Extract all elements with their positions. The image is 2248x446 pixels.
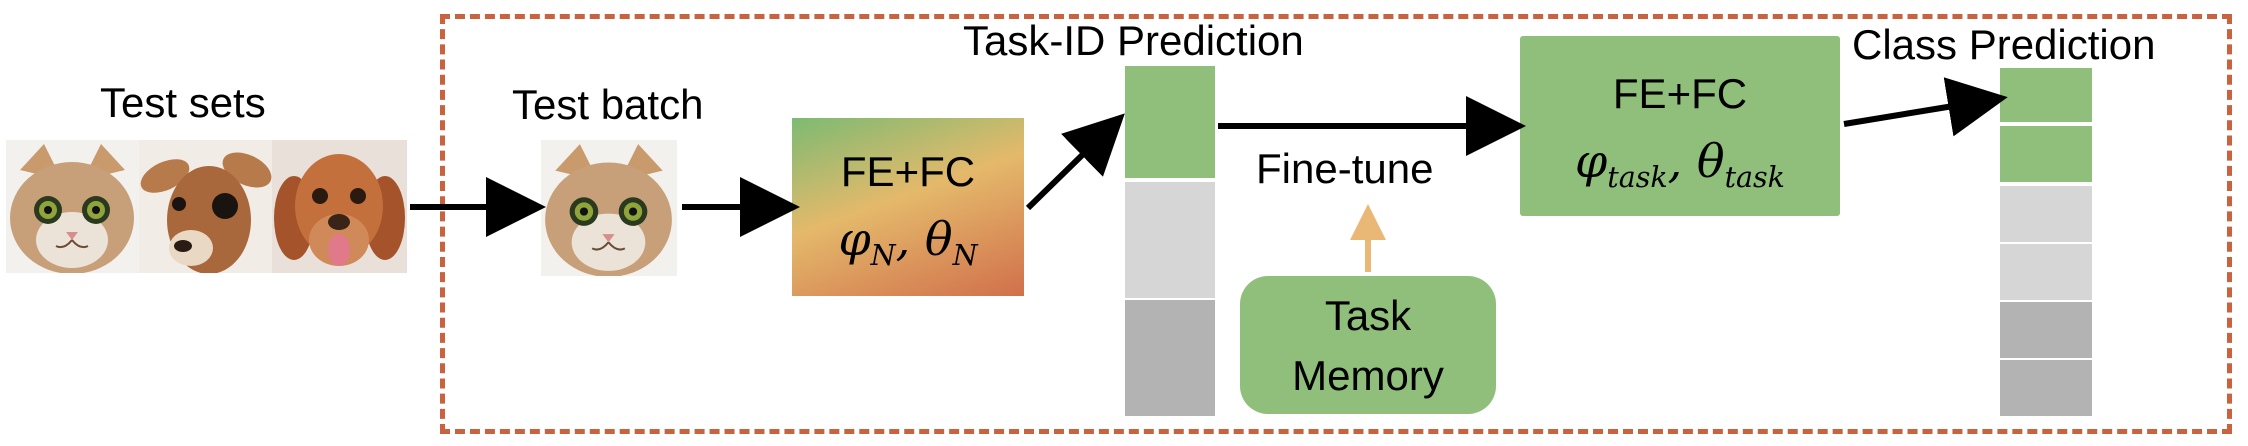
class-bar-segment [2000,244,2092,300]
task-id-bar-segment [1125,300,1215,416]
initial-model-params: φN, θN [838,212,978,272]
theta-subscript: N [952,238,978,272]
theta-subscript: task [1724,160,1785,194]
class-bar-segment [2000,126,2092,182]
class-bar-segment [2000,360,2092,416]
theta-symbol: θ [924,212,953,266]
class-bar-segment [2000,186,2092,242]
task-memory-line1: Task [1324,292,1412,339]
fine-tune-label: Fine-tune [1256,145,1434,192]
test-batch-cat-photo [540,140,678,276]
theta-symbol: θ [1696,134,1725,188]
arrow-task-model-to-class [1843,77,2008,137]
task-model-title: FE+FC [1612,70,1748,117]
task-id-bar-segment [1125,66,1215,178]
task-id-probability-bar [1125,66,1215,416]
initial-model-title: FE+FC [840,148,976,195]
dog-photo [272,140,407,273]
phi-symbol: φ [1575,134,1608,188]
task-memory-line2: Memory [1292,352,1444,399]
class-bar-segment [2000,302,2092,358]
phi-subscript: task [1607,160,1668,194]
test-batch-label: Test batch [512,81,704,128]
class-probability-bar [2000,68,2092,416]
cat-photo [6,140,139,273]
task-id-prediction-label: Task-ID Prediction [963,17,1304,64]
pipeline-frame [440,14,2232,434]
class-prediction-label: Class Prediction [1852,21,2156,68]
class-bar-segment [2000,68,2092,122]
task-model-params: φtask, θtask [1575,134,1785,194]
initial-model-box: FE+FC φN, θN [792,118,1024,296]
task-memory-box: Task Memory [1240,276,1496,414]
phi-symbol: φ [838,212,871,266]
task-id-bar-segment [1125,182,1215,298]
test-sets-label: Test sets [100,79,266,126]
task-model-box: FE+FC φtask, θtask [1520,36,1840,216]
arrow-model-to-task-id [1025,113,1125,211]
phi-subscript: N [870,238,896,272]
deer-photo [139,140,272,273]
